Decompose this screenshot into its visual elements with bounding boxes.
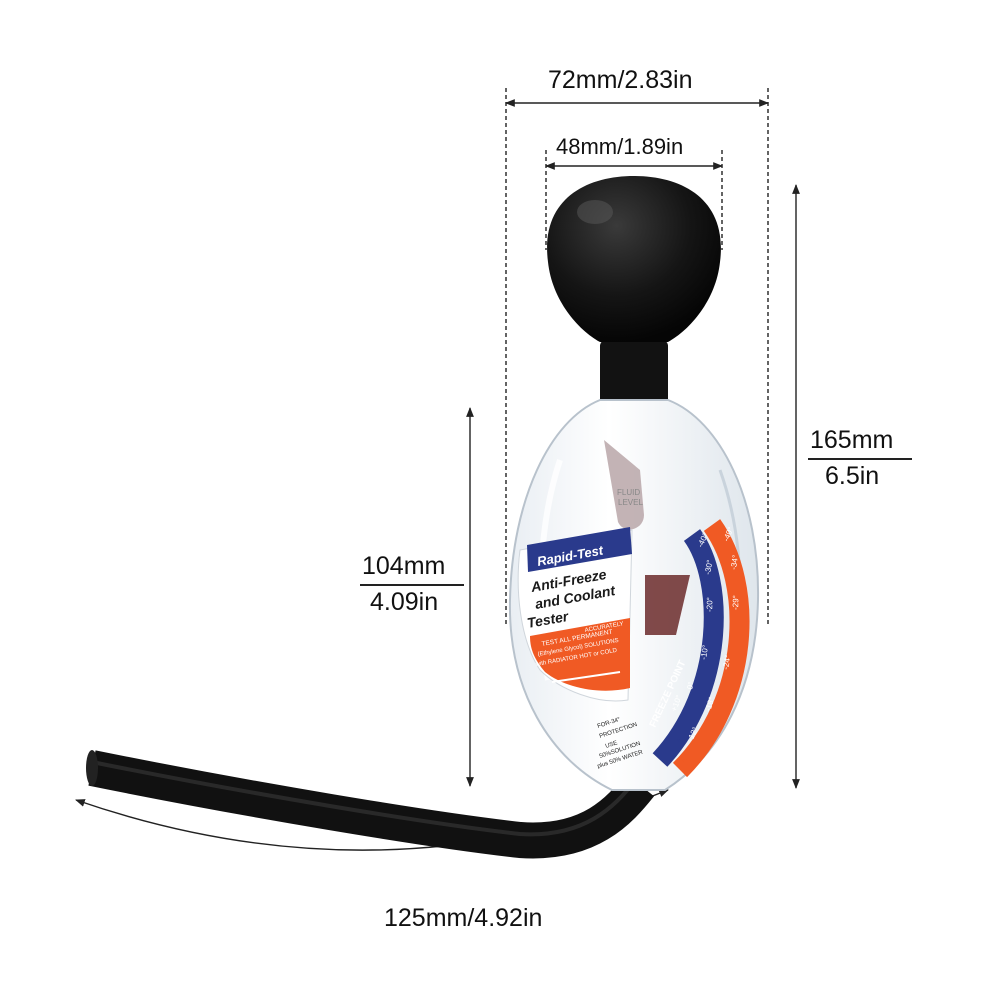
fahrenheit-tick-3: -20°: [705, 597, 715, 612]
title-line-3: Tester: [526, 608, 571, 631]
total-height-divider: [808, 458, 912, 460]
rubber-bulb: [547, 176, 721, 405]
total-height-mm-label: 165mm: [810, 426, 894, 454]
float-text-2: LEVEL: [618, 498, 643, 507]
celsius-tick-2: -24°: [721, 654, 732, 670]
bulb-width-label: 48mm/1.89in: [556, 134, 684, 159]
unit-f: °F: [677, 737, 687, 747]
outer-width-label: 72mm/2.83in: [548, 66, 693, 94]
hose: [86, 750, 655, 859]
celsius-tick-1: -18°: [703, 696, 716, 713]
fahrenheit-tick-4: -30°: [703, 559, 714, 575]
label-panel: Rapid-Test Anti-Freeze and Coolant Teste…: [517, 527, 633, 702]
fahrenheit-tick-1: 0°: [685, 681, 696, 691]
body-height-divider: [360, 584, 464, 586]
celsius-tick-3: -29°: [731, 595, 741, 610]
float-text: FLUID: [617, 488, 640, 497]
body-height-mm-label: 104mm: [362, 552, 446, 580]
protection-line-3: USE: [605, 740, 619, 750]
fahrenheit-tick-2: -10°: [699, 644, 710, 660]
hose-length-label: 125mm/4.92in: [384, 904, 543, 932]
dimension-lines: [75, 88, 800, 851]
total-height-in-label: 6.5in: [825, 462, 880, 490]
unit-c: °C: [682, 757, 693, 767]
celsius-tick-4: -34°: [729, 554, 740, 570]
body-height-in-label: 4.09in: [370, 588, 439, 616]
